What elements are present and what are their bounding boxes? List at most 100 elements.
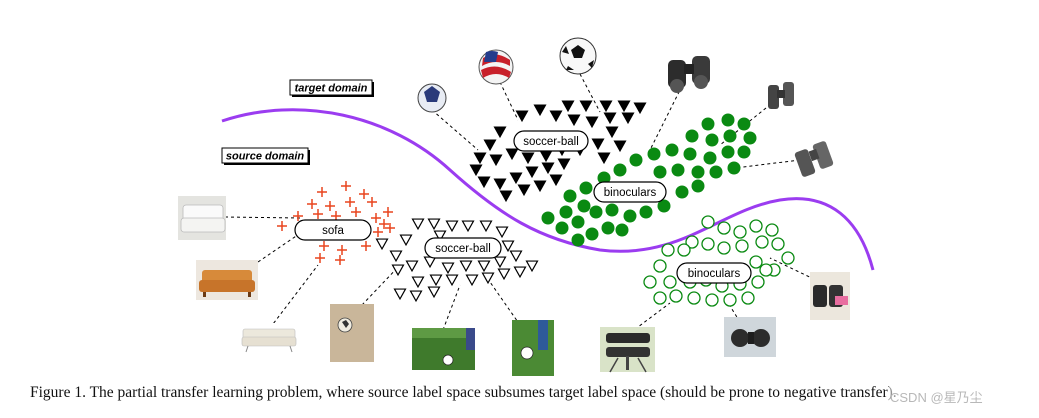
target-binoculars-point (613, 163, 627, 177)
source-soccer-ball-point (427, 218, 441, 231)
target-soccer-ball-point (515, 110, 529, 123)
target-soccer-ball-point (525, 166, 539, 179)
target-soccer-ball-point (617, 100, 631, 113)
target-binoculars-point (683, 147, 697, 161)
source-soccer-ball-point (445, 274, 459, 287)
source-binoculars-point (723, 293, 737, 307)
source-sofa-point (379, 219, 389, 229)
source-binoculars-point (685, 235, 699, 249)
source-binoculars-point (751, 275, 765, 289)
source-soccer-ball-point (495, 226, 509, 239)
target-binoculars-point (701, 117, 715, 131)
source-binoculars-point (749, 219, 763, 233)
svg-text:source domain: source domain (226, 151, 305, 163)
source-binoculars-point (669, 289, 683, 303)
target-soccer-ball-point (603, 112, 617, 125)
target-binoculars-point (601, 221, 615, 235)
target-soccer-ball-point (509, 172, 523, 185)
binoculars-image (668, 56, 710, 93)
target-binoculars-pill: binoculars (593, 181, 667, 203)
binoculars-image (600, 327, 655, 373)
source-binoculars-point (717, 241, 731, 255)
target-binoculars-point (577, 199, 591, 213)
target-binoculars-point (597, 171, 611, 185)
target-binoculars-point (563, 189, 577, 203)
target-binoculars-point (721, 145, 735, 159)
source-binoculars-point (735, 239, 749, 253)
binoculars-image (768, 82, 794, 109)
target-soccer-ball-point (605, 126, 619, 139)
target-soccer-ball-point (557, 158, 571, 171)
target-binoculars-point (671, 163, 685, 177)
source-binoculars-point (663, 275, 677, 289)
target-binoculars-point (571, 215, 585, 229)
source-sofa-point (331, 211, 341, 221)
source-soccer-ball-point (525, 260, 539, 273)
target-binoculars-point (721, 113, 735, 127)
target-binoculars-point (685, 129, 699, 143)
source-soccer-ball-point (459, 260, 473, 273)
source-sofa-point (319, 241, 329, 251)
partial-transfer-figure: target domain source domain soccer-ball (178, 37, 875, 376)
target-binoculars-point (737, 117, 751, 131)
target-soccer-ball-point (521, 152, 535, 165)
source-soccer-ball-point (393, 288, 407, 301)
target-binoculars-point (615, 223, 629, 237)
target-soccer-ball-point (599, 100, 613, 113)
soccer-ball-image (559, 37, 597, 75)
source-binoculars-point (677, 243, 691, 257)
source-binoculars-point (759, 263, 773, 277)
binoculars-image (794, 141, 834, 177)
source-soccer-ball-point (493, 256, 507, 269)
source-binoculars-point (771, 237, 785, 251)
source-binoculars-point (733, 225, 747, 239)
source-soccer-ball-point (411, 218, 425, 231)
target-binoculars-point (639, 205, 653, 219)
target-binoculars-point (703, 151, 717, 165)
source-domain-label: source domain (221, 147, 310, 165)
target-soccer-ball-point (549, 110, 563, 123)
source-binoculars-pill: binoculars (676, 262, 752, 284)
soccer-ball-image (512, 320, 554, 376)
svg-text:soccer-ball: soccer-ball (435, 243, 491, 255)
target-binoculars-point (559, 205, 573, 219)
target-binoculars-point (657, 199, 671, 213)
sofa-image (178, 196, 226, 240)
target-soccer-ball-point (633, 102, 647, 115)
source-binoculars-point (781, 251, 795, 265)
source-soccer-ball-points (375, 218, 539, 303)
target-binoculars-point (647, 147, 661, 161)
source-binoculars-point (749, 255, 763, 269)
target-binoculars-point (675, 185, 689, 199)
target-domain-label: target domain (289, 79, 374, 97)
svg-text:binoculars: binoculars (688, 268, 741, 280)
source-sofa-point (341, 181, 351, 191)
source-sofa-points (277, 181, 395, 265)
binoculars-image (810, 272, 850, 320)
target-binoculars-point (571, 233, 585, 247)
source-sofa-point (361, 241, 371, 251)
target-soccer-ball-point (585, 116, 599, 129)
target-binoculars-point (691, 165, 705, 179)
soccer-ball-image (412, 328, 475, 370)
source-binoculars-point (755, 235, 769, 249)
soccer-ball-image (330, 304, 374, 362)
target-binoculars-point (743, 131, 757, 145)
target-binoculars-point (737, 145, 751, 159)
source-soccer-ball-pill: soccer-ball (424, 237, 502, 259)
target-soccer-ball-point (493, 178, 507, 191)
source-sofa-point (359, 189, 369, 199)
target-binoculars-point (541, 211, 555, 225)
source-sofa-point (367, 197, 377, 207)
source-sofa-point (293, 211, 303, 221)
sofa-image (240, 323, 298, 353)
target-soccer-ball-point (549, 174, 563, 187)
source-soccer-ball-point (389, 250, 403, 263)
source-soccer-ball-point (497, 268, 511, 281)
source-sofa-point (383, 207, 393, 217)
target-binoculars-point (579, 181, 593, 195)
source-soccer-ball-point (441, 262, 455, 275)
target-soccer-ball-point (483, 139, 497, 152)
source-soccer-ball-point (409, 290, 423, 303)
source-binoculars-point (643, 275, 657, 289)
